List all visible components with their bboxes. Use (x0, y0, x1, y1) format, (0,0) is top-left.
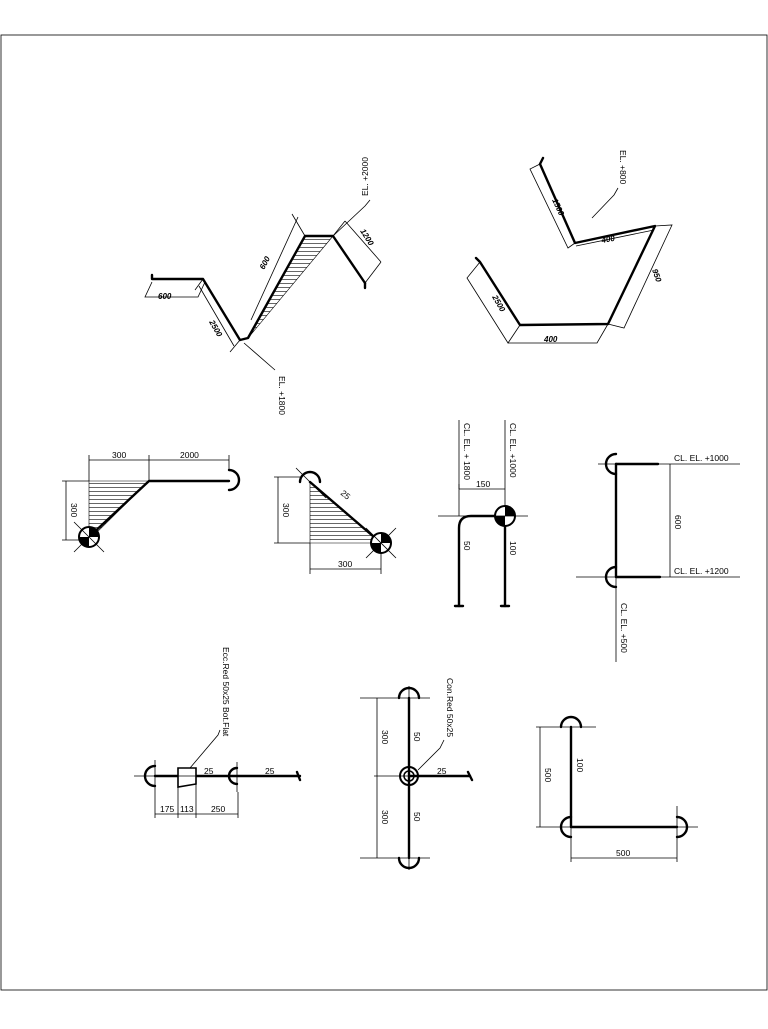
dim-113-label: 113 (180, 804, 194, 814)
dim-250-label: 250 (211, 804, 225, 814)
dim-100-label-e: 100 (575, 758, 585, 772)
dim-diag-label: 600 (258, 254, 272, 270)
cl-1000-label-v: CL. EL. +1000 (674, 453, 729, 463)
dim-400-lower-label: 400 (543, 335, 558, 344)
detail-tee: 300 300 50 50 25 Con.Red 50x25 (360, 678, 474, 870)
iso-top-left: 600 2500 600 1200 EL. +2000 EL. +1800 (144, 157, 382, 415)
detail-elbow: 500 100 500 (536, 715, 698, 862)
dim-25-label-t: 25 (437, 766, 447, 776)
dim-300-side-label: 300 (69, 503, 79, 517)
dim-300-bottom-label-b: 300 (338, 559, 352, 569)
detail-reducer: 175 113 250 25 25 Ecc.Red 50x25 Bot.Flat (134, 647, 302, 818)
con-reducer-note: Con.Red 50x25 (445, 678, 455, 737)
dim-2500-label-right: 2500 (490, 293, 507, 314)
dim-150-label: 150 (476, 479, 490, 489)
dim-50-label: 50 (462, 541, 472, 551)
dim-25-label-b: 25 (265, 766, 275, 776)
cl-1800-label: CL. EL. + 1800 (462, 423, 472, 480)
dim-300-top-label: 300 (112, 450, 126, 460)
detail-offset-a: 300 2000 300 (62, 450, 241, 553)
el-2000-label: EL. +2000 (360, 157, 370, 196)
hatch-triangle (247, 235, 334, 339)
dim-2000-label: 2000 (180, 450, 199, 460)
elbow-symbol-right (227, 468, 241, 492)
eccentric-reducer (177, 767, 197, 788)
ecc-reducer-note: Ecc.Red 50x25 Bot.Flat (221, 647, 231, 737)
dim-500-side-label-e: 500 (543, 768, 553, 782)
dim-400-upper-label: 400 (600, 234, 616, 245)
dim-25-label-b: 25 (339, 488, 353, 502)
cl-1200-label-v: CL. EL. +1200 (674, 566, 729, 576)
dim-300-side-label-b: 300 (281, 503, 291, 517)
sheet-border (0, 34, 768, 991)
detail-riser: 150 50 100 CL. EL. + 1800 CL. EL. +1000 (438, 420, 528, 608)
dim-100-label: 100 (508, 541, 518, 555)
riser-pipe-left (457, 514, 507, 608)
dim-300-top-label-t: 300 (380, 730, 390, 744)
detail-offset-b: 300 300 25 (274, 467, 397, 574)
dim-1200-label: 1200 (358, 227, 375, 247)
elbow-symbol-top-e (559, 715, 583, 729)
elbow-symbol-top (298, 470, 322, 484)
dim-500-bottom-label-e: 500 (616, 848, 630, 858)
dim-50-bottom-label-t: 50 (412, 812, 422, 822)
dim-175-label: 175 (160, 804, 174, 814)
dim-2500-label: 2500 (207, 318, 224, 339)
el-1800-label: EL. +1800 (277, 376, 287, 415)
dim-950-label: 950 (650, 268, 663, 284)
dim-600-label: 600 (158, 292, 172, 301)
detail-vertical: CL. EL. +1000 CL. EL. +1200 CL. EL. +500… (576, 452, 740, 662)
cl-1000-label: CL. EL. +1000 (508, 423, 518, 478)
dim-25-label-a: 25 (204, 766, 214, 776)
dim-1500-label: 1500 (550, 197, 566, 217)
dim-50-top-label-t: 50 (412, 732, 422, 742)
cl-500-label-v: CL. EL. +500 (619, 603, 629, 653)
iso-top-right: 1500 400 950 2500 400 EL. +800 (466, 150, 673, 344)
el-800-label: EL. +800 (618, 150, 628, 185)
dim-600-label-v: 600 (673, 515, 683, 529)
dim-300-bottom-label-t: 300 (380, 810, 390, 824)
